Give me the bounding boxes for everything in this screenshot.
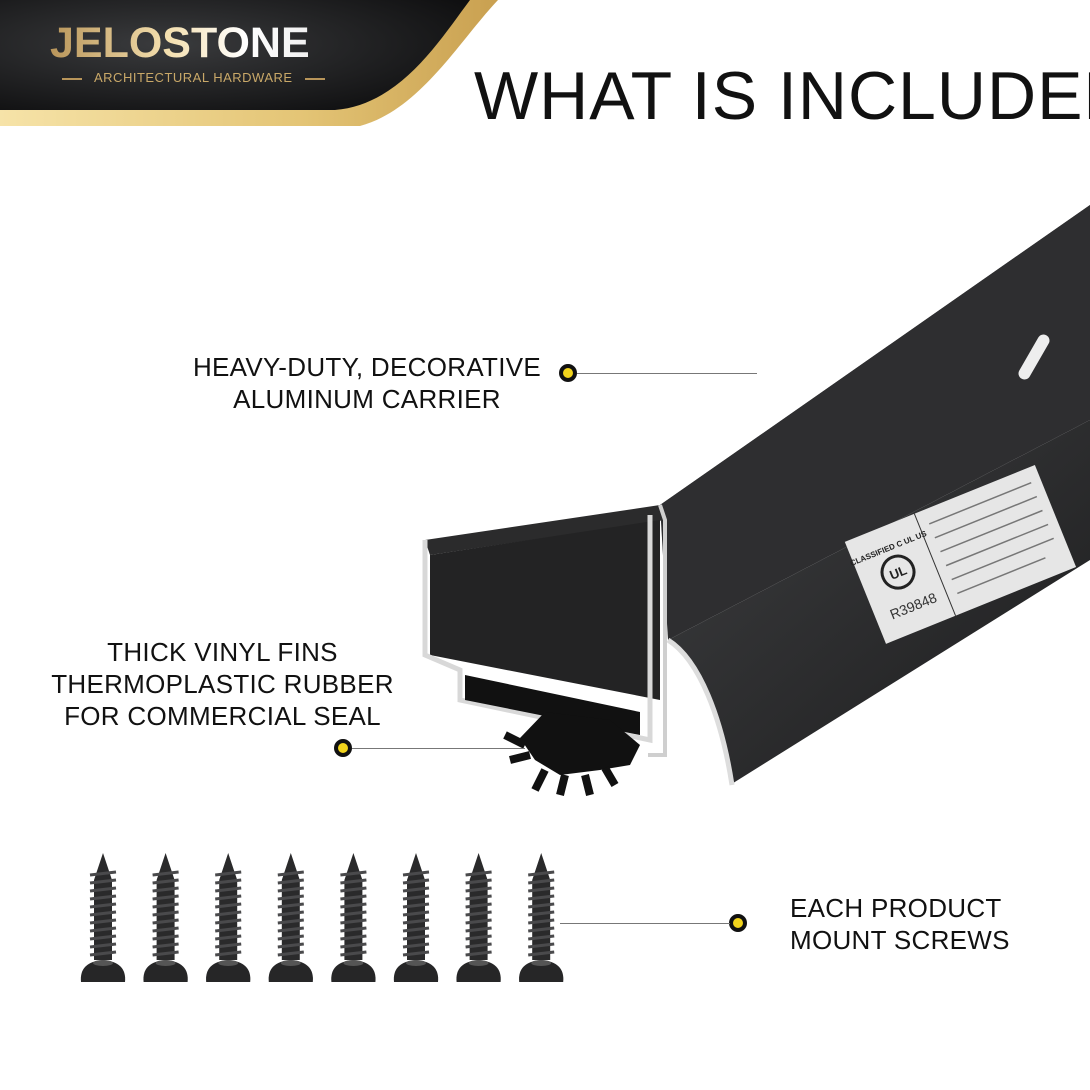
ul-logo-icon: UL <box>887 562 909 582</box>
screw-icon <box>456 853 501 982</box>
callout-dot <box>729 914 747 932</box>
callout-line: ALUMINUM CARRIER <box>233 384 501 414</box>
vinyl-fins <box>503 712 640 796</box>
callout-line: THERMOPLASTIC RUBBER <box>51 669 394 699</box>
callout-leader-line <box>560 923 730 924</box>
callout-line: HEAVY-DUTY, DECORATIVE <box>192 352 542 382</box>
screw-icon <box>331 853 376 982</box>
screw-icon <box>268 853 313 982</box>
ul-label: CLASSIFIED C UL US UL R39848 <box>844 465 1077 644</box>
brand-tagline: ARCHITECTURAL HARDWARE <box>50 70 325 85</box>
callout-line: EACH PRODUCT <box>790 893 1002 923</box>
screw-icon <box>80 853 126 982</box>
screw-icon <box>143 853 188 982</box>
callout-fins: THICK VINYL FINS THERMOPLASTIC RUBBER FO… <box>50 636 395 732</box>
screw-set <box>80 853 564 982</box>
callout-line: MOUNT SCREWS <box>790 925 1010 955</box>
callout-carrier: HEAVY-DUTY, DECORATIVE ALUMINUM CARRIER <box>182 351 552 415</box>
screw-icon <box>519 853 564 982</box>
brand-logo: JELOSTONE <box>50 19 310 67</box>
callout-screws: EACH PRODUCT MOUNT SCREWS <box>790 892 1010 956</box>
screw-icon <box>393 853 439 982</box>
callout-line: THICK VINYL FINS <box>107 637 338 667</box>
callout-line: FOR COMMERCIAL SEAL <box>64 701 381 731</box>
callout-dot <box>559 364 577 382</box>
screw-icon <box>206 853 251 982</box>
page-title: WHAT IS INCLUDED <box>474 58 1090 134</box>
callout-leader-line <box>352 748 525 749</box>
callout-leader-line <box>577 373 757 374</box>
callout-dot <box>334 739 352 757</box>
